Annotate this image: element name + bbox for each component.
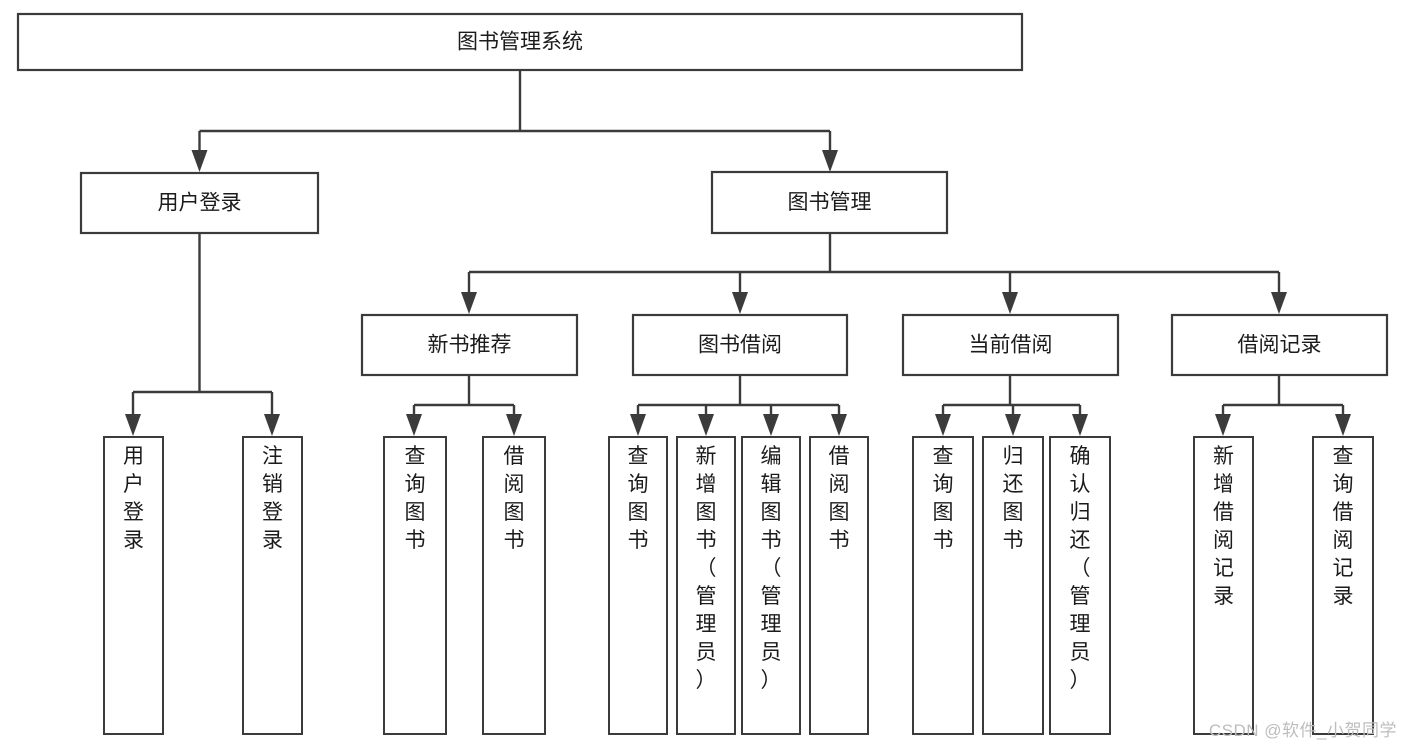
node-label-record-query: 查询借阅记录: [1333, 445, 1354, 608]
arrow-user-logout-leaf: [264, 414, 280, 436]
node-box-user-login-leaf[interactable]: [103, 436, 164, 735]
connector-layer: [131, 70, 1345, 415]
node-box-recommend-query-book[interactable]: [383, 436, 447, 735]
node-current-borrow[interactable]: 当前借阅: [901, 313, 1120, 377]
node-box-record-add[interactable]: [1193, 436, 1254, 735]
node-label-user-logout-leaf: 注销登录: [262, 445, 283, 552]
arrow-record-add: [1215, 414, 1231, 436]
node-current-confirm-return[interactable]: 确认归还（管理员）: [1049, 436, 1111, 735]
arrow-head-layer: [125, 150, 1351, 436]
csdn-watermark: CSDN @软件_小贺同学: [1208, 721, 1397, 740]
arrow-current-borrow: [1002, 292, 1018, 314]
node-current-return-book[interactable]: 归还图书: [982, 436, 1044, 735]
node-box-borrow-query-book[interactable]: [608, 436, 668, 735]
node-user-login[interactable]: 用户登录: [79, 171, 320, 235]
arrow-current-query: [935, 414, 951, 436]
node-label-borrow-add-book: 新增图书（管理员）: [696, 445, 717, 692]
node-box-borrow-borrow-book[interactable]: [809, 436, 869, 735]
node-box-current-return-book[interactable]: [982, 436, 1044, 735]
arrow-borrow-edit: [763, 414, 779, 436]
arrow-user-login: [191, 150, 208, 172]
node-label-current-query-book: 查询图书: [933, 445, 954, 552]
node-layer: 图书管理系统用户登录用户登录注销登录图书管理新书推荐查询图书借阅图书图书借阅查询…: [16, 12, 1389, 735]
arrow-record-query: [1335, 414, 1351, 436]
node-new-book-recommend[interactable]: 新书推荐: [360, 313, 579, 377]
arrow-recommend-query: [406, 414, 422, 436]
node-box-borrow-edit-book[interactable]: [741, 436, 801, 735]
node-label-recommend-borrow-book: 借阅图书: [504, 445, 525, 552]
node-box-borrow-record[interactable]: [1170, 313, 1389, 377]
node-box-record-query[interactable]: [1312, 436, 1374, 735]
node-label-record-add: 新增借阅记录: [1213, 445, 1234, 608]
node-box-current-query-book[interactable]: [912, 436, 974, 735]
node-box-book-management[interactable]: [710, 170, 949, 235]
arrow-borrow-record: [1271, 292, 1287, 314]
node-label-current-borrow: 当前借阅: [969, 334, 1053, 357]
node-recommend-query-book[interactable]: 查询图书: [383, 436, 447, 735]
node-borrow-add-book[interactable]: 新增图书（管理员）: [676, 436, 736, 735]
arrow-book-borrow: [732, 292, 748, 314]
node-label-borrow-borrow-book: 借阅图书: [829, 445, 850, 552]
node-recommend-borrow-book[interactable]: 借阅图书: [482, 436, 546, 735]
node-label-current-return-book: 归还图书: [1003, 445, 1024, 552]
node-borrow-query-book[interactable]: 查询图书: [608, 436, 668, 735]
node-label-user-login: 用户登录: [158, 192, 242, 215]
node-box-new-book-recommend[interactable]: [360, 313, 579, 377]
node-box-user-logout-leaf[interactable]: [242, 436, 303, 735]
arrow-current-return: [1005, 414, 1021, 436]
arrow-book-management: [822, 150, 838, 172]
node-book-borrow[interactable]: 图书借阅: [631, 313, 849, 377]
node-record-add[interactable]: 新增借阅记录: [1193, 436, 1254, 735]
node-borrow-edit-book[interactable]: 编辑图书（管理员）: [741, 436, 801, 735]
arrow-new-book-recommend: [461, 292, 477, 314]
node-label-root: 图书管理系统: [457, 31, 583, 54]
node-label-current-confirm-return: 确认归还（管理员）: [1070, 445, 1091, 692]
node-label-book-borrow: 图书借阅: [698, 334, 782, 357]
node-label-borrow-query-book: 查询图书: [628, 445, 649, 552]
arrow-borrow-borrow: [831, 414, 847, 436]
node-box-root[interactable]: [16, 12, 1024, 72]
node-user-login-leaf[interactable]: 用户登录: [103, 436, 164, 735]
node-box-current-borrow[interactable]: [901, 313, 1120, 377]
node-book-management[interactable]: 图书管理: [710, 170, 949, 235]
node-label-user-login-leaf: 用户登录: [123, 445, 144, 552]
node-record-query[interactable]: 查询借阅记录: [1312, 436, 1374, 735]
node-borrow-borrow-book[interactable]: 借阅图书: [809, 436, 869, 735]
node-label-borrow-edit-book: 编辑图书（管理员）: [761, 445, 782, 692]
arrow-borrow-query: [630, 414, 646, 436]
node-box-book-borrow[interactable]: [631, 313, 849, 377]
node-label-book-management: 图书管理: [788, 191, 872, 214]
arrow-user-login-leaf: [125, 414, 141, 436]
node-current-query-book[interactable]: 查询图书: [912, 436, 974, 735]
node-label-recommend-query-book: 查询图书: [405, 445, 426, 552]
arrow-recommend-borrow: [506, 414, 522, 436]
node-box-user-login[interactable]: [79, 171, 320, 235]
node-root[interactable]: 图书管理系统: [16, 12, 1024, 72]
node-label-new-book-recommend: 新书推荐: [428, 334, 512, 357]
node-user-logout-leaf[interactable]: 注销登录: [242, 436, 303, 735]
arrow-current-confirm: [1072, 414, 1088, 436]
node-box-current-confirm-return[interactable]: [1049, 436, 1111, 735]
arrow-borrow-add: [698, 414, 714, 436]
node-borrow-record[interactable]: 借阅记录: [1170, 313, 1389, 377]
node-box-borrow-add-book[interactable]: [676, 436, 736, 735]
node-box-recommend-borrow-book[interactable]: [482, 436, 546, 735]
node-label-borrow-record: 借阅记录: [1238, 334, 1322, 357]
